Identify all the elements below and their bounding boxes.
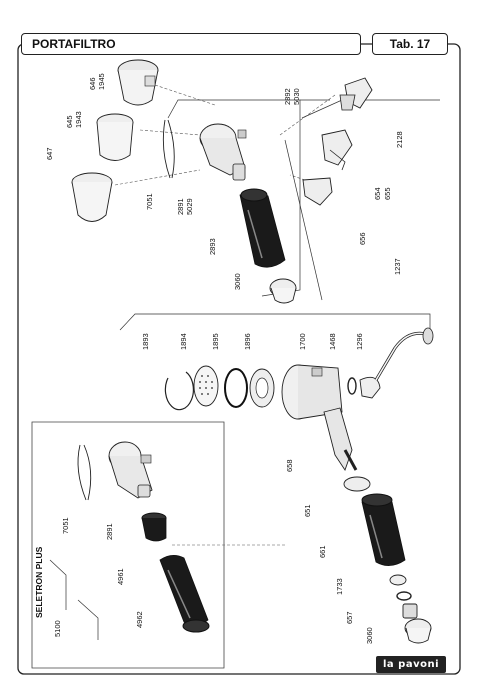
label-1296: 1296 [355, 333, 364, 350]
filter-basket-647 [71, 172, 113, 222]
seletron-panel [31, 421, 225, 669]
label-3060-bottom: 3060 [365, 627, 374, 644]
label-1895: 1895 [211, 333, 220, 350]
spout-654-655 [321, 129, 353, 171]
dashed-leaders [114, 84, 336, 546]
label-657: 657 [345, 611, 354, 624]
label-645: 645 [65, 115, 74, 128]
label-646: 646 [88, 77, 97, 90]
ring-1733 [396, 591, 412, 601]
washer-658 [343, 476, 371, 492]
label-656: 656 [358, 232, 367, 245]
end-cap-3060-bottom [404, 618, 432, 644]
label-651: 651 [303, 504, 312, 517]
label-7051-top: 7051 [145, 193, 154, 210]
label-655: 655 [383, 187, 392, 200]
label-1733: 1733 [335, 578, 344, 595]
handle-4962 [159, 555, 210, 633]
portafilter-body-1700 [281, 364, 343, 420]
lever-arm-1296 [359, 327, 434, 399]
o-ring-1895 [224, 368, 248, 408]
bracket-lines [49, 99, 440, 640]
label-4961: 4961 [116, 568, 125, 585]
tab-number: Tab. 17 [372, 33, 448, 55]
label-1896: 1896 [243, 333, 252, 350]
handle-651 [361, 493, 406, 566]
tab-number-text: Tab. 17 [389, 37, 431, 51]
seletron-plus-title: SELETRON PLUS [34, 546, 44, 618]
label-3060-top: 3060 [233, 273, 242, 290]
label-5030: 5030 [292, 88, 301, 105]
label-1468: 1468 [328, 333, 337, 350]
filter-screen-1894 [193, 365, 219, 407]
filter-basket-646 [117, 59, 159, 106]
label-647: 647 [45, 147, 54, 160]
stem-assembly [323, 407, 358, 472]
page-title-text: PORTAFILTRO [32, 37, 116, 51]
circlip-1893 [164, 371, 194, 411]
washer-661 [389, 574, 407, 586]
spring-clip-7051-bottom [77, 444, 92, 501]
spring-clip-7051-top [162, 119, 175, 179]
handle-2893 [239, 188, 286, 268]
label-1894: 1894 [179, 333, 188, 350]
label-2128: 2128 [395, 131, 404, 148]
filter-basket-645 [96, 113, 134, 161]
spout-656 [302, 177, 333, 206]
end-cap-3060-top [269, 278, 297, 304]
label-1945: 1945 [97, 73, 106, 90]
collar-4961 [141, 512, 167, 542]
label-2892: 2892 [283, 88, 292, 105]
label-654: 654 [373, 187, 382, 200]
label-5029: 5029 [185, 198, 194, 215]
label-1700: 1700 [298, 333, 307, 350]
label-1237: 1237 [393, 258, 402, 275]
brand-logo: la pavoni [376, 656, 446, 673]
label-1943: 1943 [74, 111, 83, 128]
label-4962: 4962 [135, 611, 144, 628]
brand-logo-text: la pavoni [383, 659, 439, 670]
washer-1896 [249, 368, 275, 408]
nut-657 [402, 603, 418, 619]
portafilter-head-top [199, 123, 247, 181]
page-title: PORTAFILTRO [21, 33, 361, 55]
part-labels: 646 1945 645 1943 647 7051 2891 5029 289… [34, 73, 404, 644]
label-1893: 1893 [141, 333, 150, 350]
label-2893: 2893 [208, 238, 217, 255]
label-2891-top: 2891 [176, 198, 185, 215]
label-661: 661 [318, 545, 327, 558]
label-658: 658 [285, 459, 294, 472]
label-5100: 5100 [53, 620, 62, 637]
o-ring-1468 [347, 377, 357, 395]
label-2891-bottom: 2891 [105, 523, 114, 540]
portafilter-head-2891 [108, 441, 153, 499]
label-7051-bottom: 7051 [61, 517, 70, 534]
spout-2128 [339, 77, 373, 111]
